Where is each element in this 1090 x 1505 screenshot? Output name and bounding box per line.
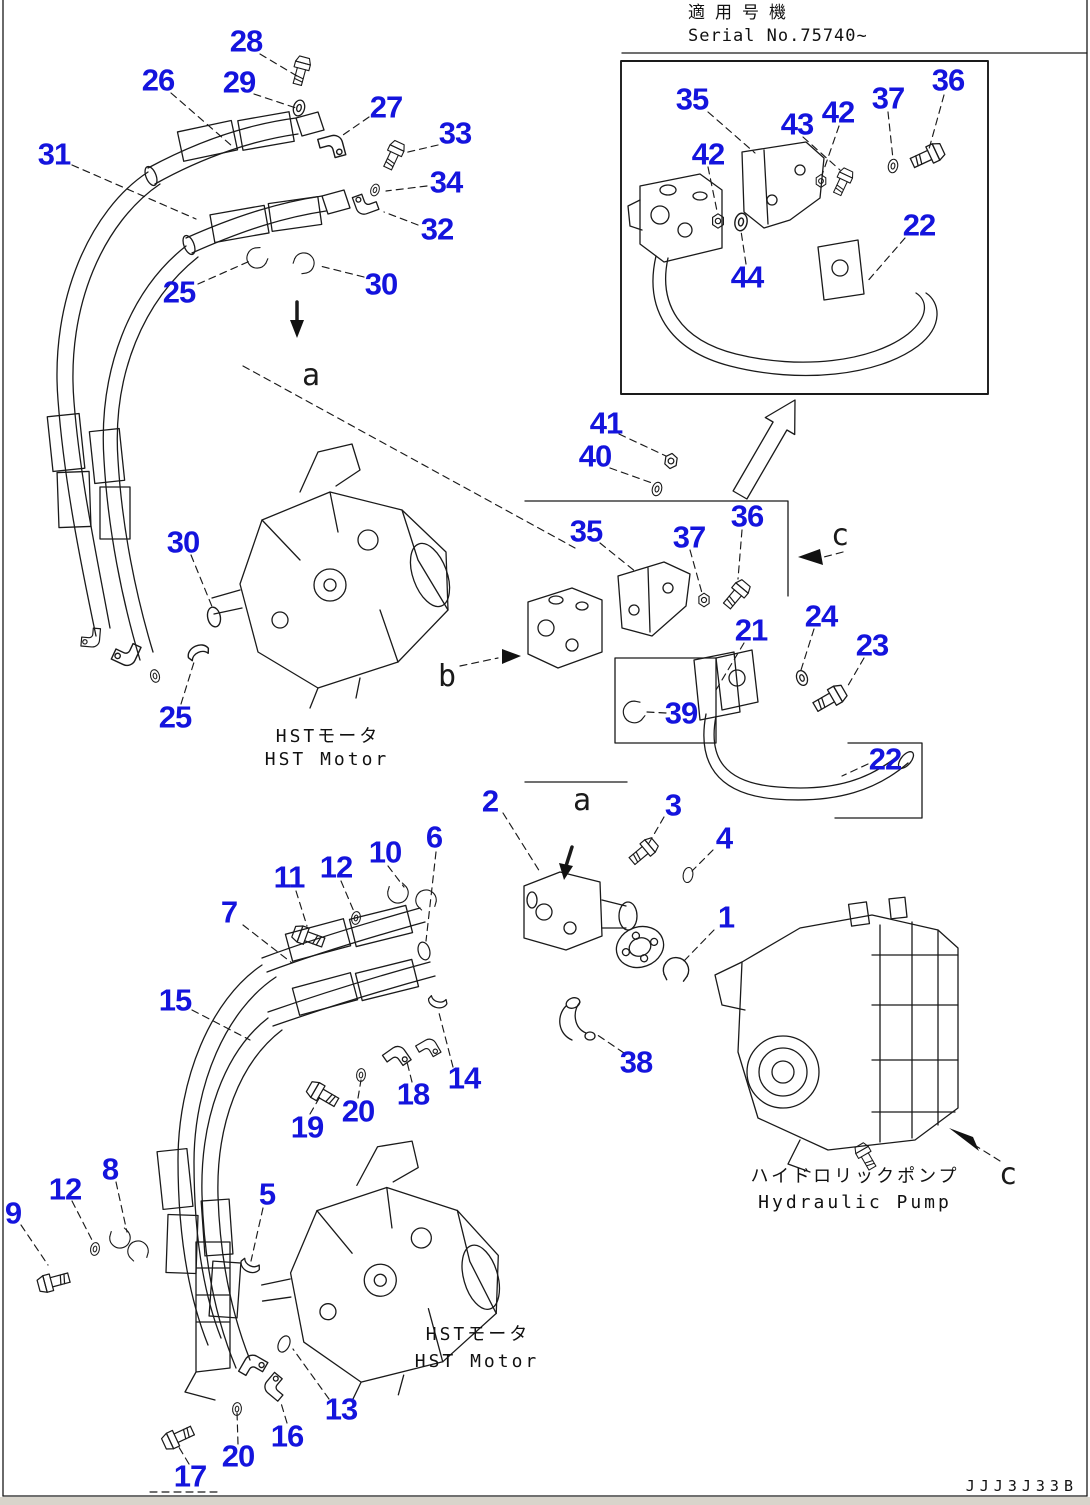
valve-b-group [184, 452, 915, 801]
hst-motor-top-label-jp: HSTモータ [275, 726, 381, 747]
serial-block: 適用号機 Serial No.75740~ [688, 3, 868, 47]
callout-37: 37 [672, 519, 706, 555]
callout-35: 35 [569, 513, 603, 549]
callout-35: 35 [675, 81, 709, 117]
view-letter-a: a [572, 783, 592, 818]
callout-14: 14 [447, 1060, 481, 1096]
inset-detail [627, 140, 947, 377]
callout-41: 41 [589, 405, 623, 441]
callout-36: 36 [931, 62, 965, 98]
hst-motor-bottom-label-en: HST Motor [414, 1351, 540, 1372]
leader-lines [20, 53, 1001, 1493]
callout-42: 42 [691, 136, 725, 172]
callout-20: 20 [221, 1438, 255, 1474]
callout-21: 21 [734, 612, 768, 648]
callout-8: 8 [101, 1151, 119, 1187]
section-boundaries [524, 500, 923, 819]
view-letter-c: c [830, 518, 850, 553]
callout-28: 28 [229, 23, 263, 59]
callout-32: 32 [420, 211, 454, 247]
callout-25: 25 [158, 699, 192, 735]
callout-6: 6 [425, 819, 443, 855]
callout-4: 4 [715, 820, 733, 856]
callout-10: 10 [368, 834, 402, 870]
callout-37: 37 [871, 80, 905, 116]
callout-27: 27 [369, 89, 403, 125]
callout-22: 22 [868, 741, 902, 777]
callout-26: 26 [141, 62, 175, 98]
callout-20: 20 [341, 1093, 375, 1129]
serial-label-jp: 適用号機 [688, 3, 796, 23]
callout-3: 3 [664, 787, 682, 823]
view-letter-c: c [998, 1157, 1018, 1192]
callout-11: 11 [273, 859, 306, 895]
callout-34: 34 [429, 164, 463, 200]
callout-39: 39 [664, 695, 698, 731]
hardware-top-left [242, 54, 408, 277]
view-arrows [290, 300, 979, 1151]
callout-19: 19 [290, 1109, 324, 1145]
callout-9: 9 [4, 1195, 22, 1231]
hst-motor-top-drawing [211, 443, 458, 709]
callout-7: 7 [220, 894, 238, 930]
page-bottom-band [0, 1497, 1090, 1505]
callout-13: 13 [324, 1391, 358, 1427]
callout-40: 40 [578, 438, 612, 474]
callout-1: 1 [717, 899, 735, 935]
callout-25: 25 [162, 274, 196, 310]
hardware-bottom-left [35, 994, 449, 1453]
serial-label-en: Serial No.75740~ [688, 26, 868, 47]
valve-a-group [290, 835, 695, 1041]
callout-24: 24 [804, 598, 838, 634]
hst-motor-bottom-label-jp: HSTモータ [425, 1324, 531, 1345]
view-letter-a: a [301, 358, 321, 393]
callout-2: 2 [481, 783, 499, 819]
callout-18: 18 [396, 1076, 430, 1112]
drawing-code: JJJ3J33B [965, 1477, 1078, 1495]
callout-33: 33 [438, 115, 472, 151]
hose-assembly-top-left [46, 111, 351, 684]
callout-42: 42 [821, 94, 855, 130]
callout-23: 23 [855, 627, 889, 663]
callout-36: 36 [730, 498, 764, 534]
callout-31: 31 [37, 136, 71, 172]
hydraulic-pump-drawing [714, 896, 959, 1173]
callout-15: 15 [158, 982, 192, 1018]
callout-22: 22 [902, 207, 936, 243]
callout-30: 30 [166, 524, 200, 560]
callout-44: 44 [730, 259, 764, 295]
detail-inset-box [620, 60, 989, 395]
callout-29: 29 [222, 64, 256, 100]
callout-30: 30 [364, 266, 398, 302]
callout-5: 5 [258, 1176, 276, 1212]
view-letter-b: b [437, 659, 457, 694]
callout-16: 16 [270, 1418, 304, 1454]
inset-reference-arrow [732, 399, 796, 500]
callout-43: 43 [780, 106, 814, 142]
callout-38: 38 [619, 1044, 653, 1080]
hose-assembly-bottom-left [156, 904, 442, 1401]
callout-17: 17 [173, 1458, 207, 1494]
callout-12: 12 [48, 1171, 82, 1207]
callout-12: 12 [319, 849, 353, 885]
hydraulic-pump-label-jp: ハイドロリックポンプ [750, 1166, 960, 1187]
hydraulic-pump-label-en: Hydraulic Pump [758, 1192, 952, 1213]
hst-motor-top-label-en: HST Motor [264, 749, 390, 770]
